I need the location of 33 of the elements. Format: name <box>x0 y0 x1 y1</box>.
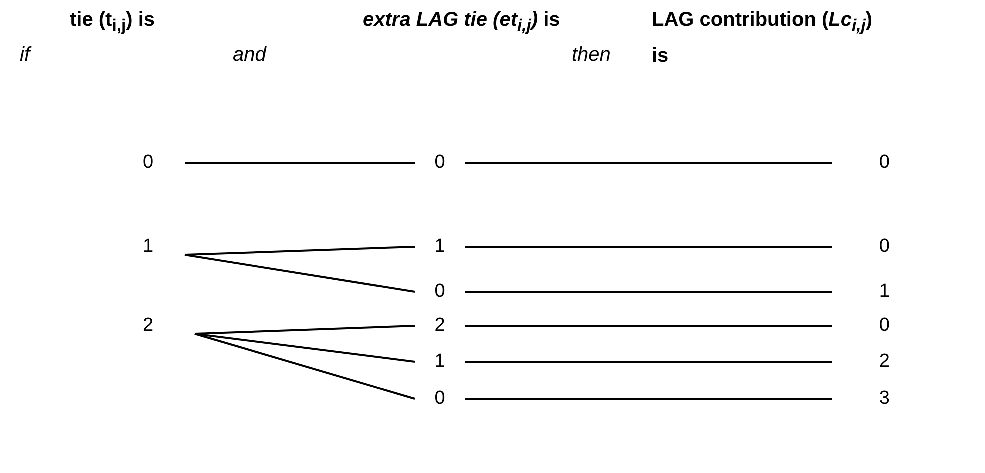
connector-line <box>465 398 832 400</box>
number-label: 1 <box>415 234 465 260</box>
column-heading: LAG contribution (Lc$_{i,j}$) is <box>652 8 874 69</box>
connector-line <box>465 325 832 327</box>
number-label: 0 <box>415 150 465 176</box>
connective-word: if <box>20 43 33 68</box>
connector-line <box>194 325 416 335</box>
number-label: 3 <box>832 386 894 412</box>
number-label: 0 <box>832 150 894 176</box>
column-heading: tie (t$_{i,j}$) is <box>70 8 156 37</box>
number-label: 0 <box>415 279 465 305</box>
number-label: 0 <box>133 150 185 176</box>
number-label: 2 <box>133 313 195 339</box>
connector-line <box>194 333 416 363</box>
number-label: 1 <box>133 234 185 260</box>
connector-line <box>465 246 832 248</box>
connector-line <box>184 254 416 293</box>
number-label: 0 <box>832 234 894 260</box>
connector-line <box>465 291 832 293</box>
number-label: 1 <box>415 349 465 375</box>
connector-line <box>465 162 832 164</box>
number-label: 0 <box>832 313 894 339</box>
connector-line <box>185 162 415 164</box>
connector-line <box>184 246 416 256</box>
connector-line <box>465 361 832 363</box>
connective-word: and <box>233 43 268 68</box>
number-label: 2 <box>832 349 894 375</box>
column-heading: extra LAG tie (et$_{i,j}$) is <box>363 8 562 37</box>
connector-line <box>194 333 416 400</box>
number-label: 1 <box>832 279 894 305</box>
number-label: 2 <box>415 313 465 339</box>
connective-word: then <box>572 43 612 68</box>
number-label: 0 <box>415 386 465 412</box>
